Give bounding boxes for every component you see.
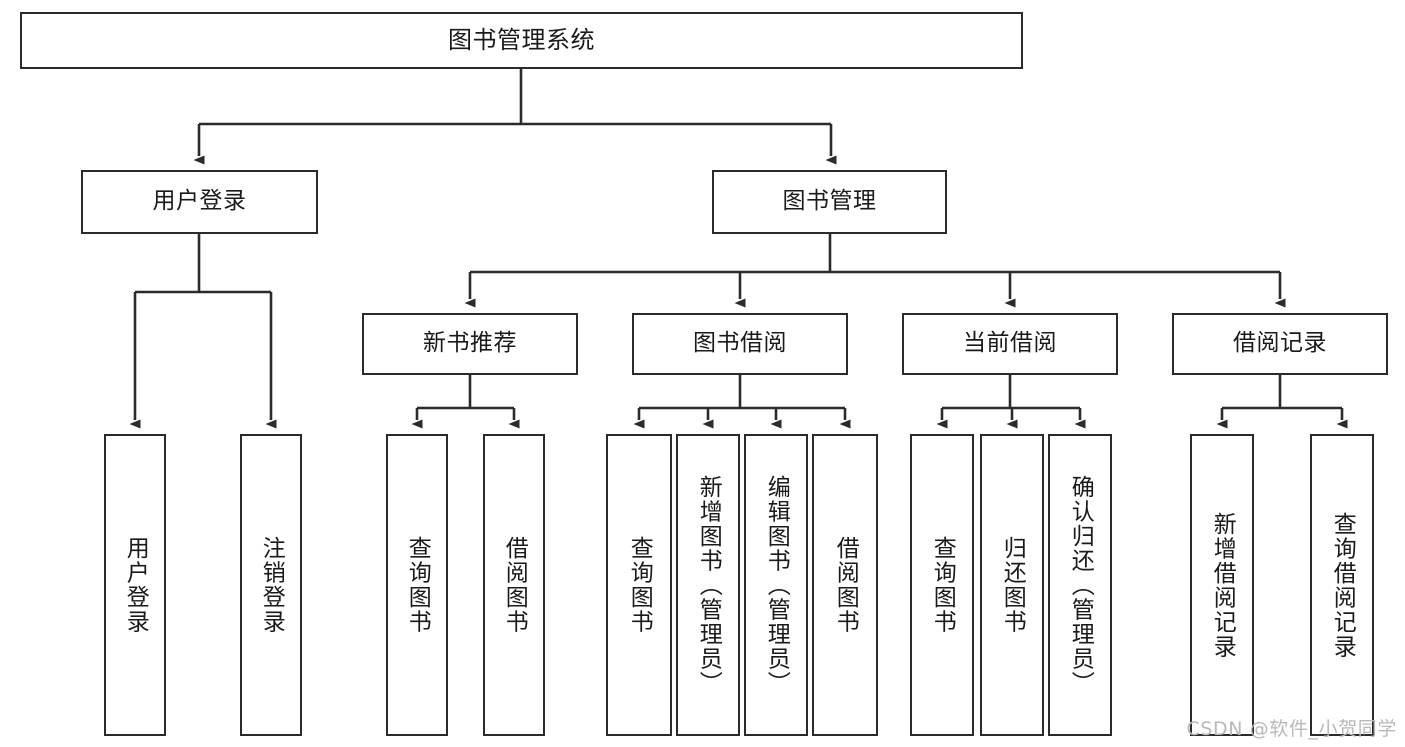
node-root[interactable]: 图书管理系统	[20, 12, 1023, 69]
node-leaf-borrow-book-1-label: 借阅图书	[501, 536, 528, 634]
node-leaf-add-borrow-record-label: 新增借阅记录	[1209, 511, 1236, 659]
node-leaf-query-book-1[interactable]: 查询图书	[386, 434, 448, 736]
node-leaf-confirm-return-admin-label: 确认归还（管理员）	[1067, 474, 1094, 696]
node-user-login-label: 用户登录	[152, 188, 247, 215]
node-leaf-user-login[interactable]: 用户登录	[104, 434, 166, 736]
node-leaf-edit-book-admin[interactable]: 编辑图书（管理员）	[744, 434, 808, 736]
node-leaf-query-book-3[interactable]: 查询图书	[910, 434, 974, 736]
node-borrow-record-label: 借阅记录	[1233, 330, 1327, 357]
node-leaf-add-book-admin-label: 新增图书（管理员）	[695, 474, 722, 696]
node-leaf-borrow-book-2[interactable]: 借阅图书	[812, 434, 878, 736]
node-borrow-record[interactable]: 借阅记录	[1172, 313, 1388, 375]
node-book-management[interactable]: 图书管理	[712, 170, 947, 234]
node-book-management-label: 图书管理	[782, 188, 877, 215]
node-leaf-confirm-return-admin[interactable]: 确认归还（管理员）	[1048, 434, 1112, 736]
node-leaf-return-book-label: 归还图书	[999, 536, 1026, 634]
node-leaf-user-logout[interactable]: 注销登录	[240, 434, 302, 736]
node-new-book-recommend-label: 新书推荐	[423, 330, 517, 357]
node-leaf-query-book-2-label: 查询图书	[626, 536, 653, 634]
node-leaf-query-book-2[interactable]: 查询图书	[606, 434, 672, 736]
node-leaf-return-book[interactable]: 归还图书	[980, 434, 1044, 736]
node-leaf-query-borrow-record[interactable]: 查询借阅记录	[1310, 434, 1374, 736]
node-leaf-user-logout-label: 注销登录	[258, 536, 285, 634]
node-book-borrow[interactable]: 图书借阅	[632, 313, 848, 375]
node-leaf-borrow-book-2-label: 借阅图书	[832, 536, 859, 634]
node-root-label: 图书管理系统	[448, 26, 595, 55]
node-leaf-query-book-1-label: 查询图书	[404, 536, 431, 634]
node-current-borrow-label: 当前借阅	[963, 330, 1057, 357]
node-leaf-query-borrow-record-label: 查询借阅记录	[1329, 511, 1356, 659]
node-leaf-user-login-label: 用户登录	[122, 536, 149, 634]
node-leaf-add-book-admin[interactable]: 新增图书（管理员）	[676, 434, 740, 736]
node-leaf-query-book-3-label: 查询图书	[929, 536, 956, 634]
node-leaf-edit-book-admin-label: 编辑图书（管理员）	[763, 474, 790, 696]
node-book-borrow-label: 图书借阅	[693, 330, 787, 357]
node-leaf-borrow-book-1[interactable]: 借阅图书	[483, 434, 545, 736]
csdn-watermark: CSDN @软件_小贺同学	[1186, 718, 1397, 740]
node-new-book-recommend[interactable]: 新书推荐	[362, 313, 578, 375]
node-user-login[interactable]: 用户登录	[81, 170, 318, 234]
node-current-borrow[interactable]: 当前借阅	[902, 313, 1118, 375]
node-leaf-add-borrow-record[interactable]: 新增借阅记录	[1190, 434, 1254, 736]
